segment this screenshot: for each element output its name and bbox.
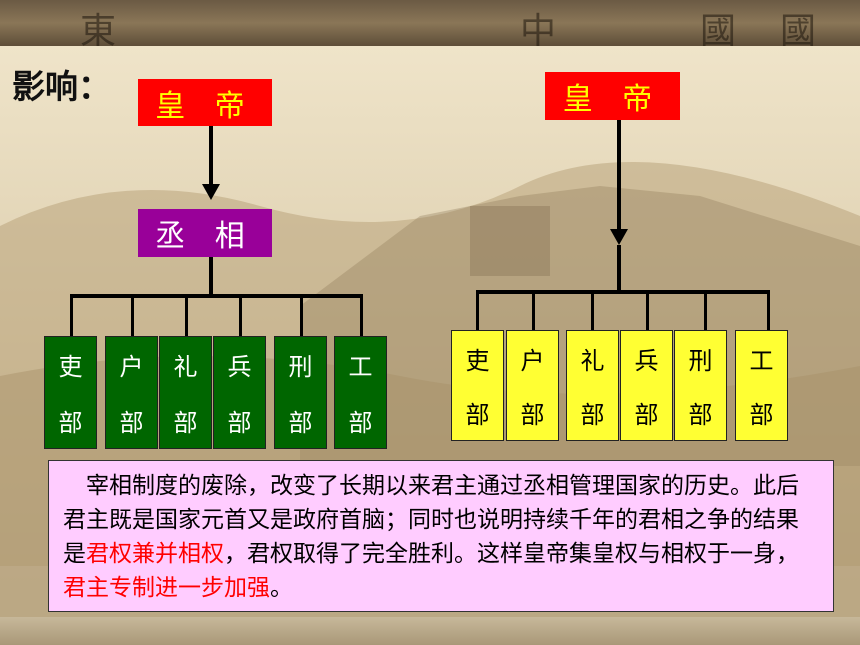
dept-char: 部 [58,408,83,437]
left-branch [185,294,188,336]
left-arrow-shaft [209,126,213,188]
right-arrow-head [610,229,628,245]
right-branch [646,290,649,330]
left-chancellor-box: 丞 相 [138,209,272,257]
right-dept-revenue: 户 部 [506,330,559,441]
left-dept-works: 工 部 [334,336,387,449]
dept-char: 户 [520,346,545,375]
dept-char: 户 [119,353,144,382]
dept-char: 部 [520,401,545,430]
dept-char: 兵 [634,346,659,375]
right-dept-war: 兵 部 [620,330,673,441]
right-dept-justice: 刑 部 [674,330,727,441]
right-crossbar [476,290,770,294]
dept-char: 部 [634,401,659,430]
dept-char: 吏 [58,353,83,382]
note-text: 宰相制度的废除，改变了长期以来君主通过丞相管理国家的历史。此后君主既是国家元首又… [63,473,799,567]
watermark-char: 國 [700,11,737,52]
dept-char: 礼 [173,353,198,382]
watermark-char: 東 [80,11,117,52]
dept-char: 部 [288,408,313,437]
left-branch [360,294,363,336]
dept-char: 工 [348,353,373,382]
left-branch [239,294,242,336]
left-dept-war: 兵 部 [213,336,266,449]
dept-char: 部 [749,401,774,430]
dept-char: 部 [119,408,144,437]
dept-char: 兵 [227,353,252,382]
left-stem [209,257,213,297]
dept-char: 礼 [580,346,605,375]
bottom-banner [0,617,860,645]
dept-char: 刑 [688,346,713,375]
right-branch [476,290,479,330]
dept-char: 部 [227,408,252,437]
left-arrow-head [202,184,220,200]
left-dept-rites: 礼 部 [159,336,212,449]
note-text: 。 [270,575,293,601]
watermark-char: 國 [780,11,817,52]
dept-char: 部 [348,408,373,437]
note-highlight: 君权兼并相权 [86,541,224,567]
right-arrow-shaft [617,120,621,232]
left-branch [70,294,73,336]
dept-char: 部 [580,401,605,430]
dept-char: 工 [749,346,774,375]
right-stem [617,245,621,292]
top-banner: 東 中 國 國 [0,0,860,52]
right-branch [532,290,535,330]
note-highlight: 君主专制进一步加强 [63,575,270,601]
left-branch [131,294,134,336]
right-branch [767,290,770,330]
dept-char: 刑 [288,353,313,382]
note-text: ，君权取得了完全胜利。这样皇帝集皇权与相权于一身， [224,541,799,567]
watermark-char: 中 [520,11,557,52]
conclusion-textbox: 宰相制度的废除，改变了长期以来君主通过丞相管理国家的历史。此后君主既是国家元首又… [48,460,834,612]
dept-char: 部 [173,408,198,437]
dept-char: 吏 [465,346,490,375]
right-emperor-box: 皇 帝 [545,72,680,120]
left-crossbar [70,294,363,298]
left-dept-personnel: 吏 部 [44,336,97,449]
dept-char: 部 [465,401,490,430]
right-dept-personnel: 吏 部 [451,330,504,441]
right-dept-rites: 礼 部 [566,330,619,441]
right-branch [591,290,594,330]
right-branch [704,290,707,330]
left-dept-revenue: 户 部 [105,336,158,449]
left-dept-justice: 刑 部 [274,336,327,449]
left-emperor-box: 皇 帝 [138,79,272,126]
left-branch [300,294,303,336]
dept-char: 部 [688,401,713,430]
right-dept-works: 工 部 [735,330,788,441]
page-title: 影响： [12,67,111,106]
